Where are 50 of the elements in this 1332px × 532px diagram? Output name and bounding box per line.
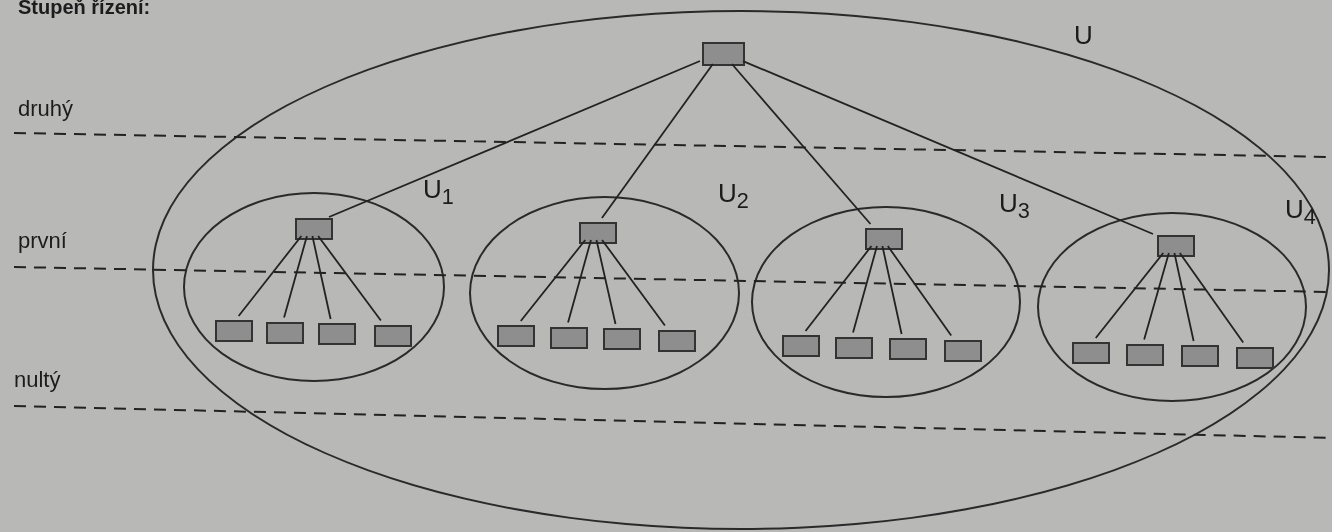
connector-line	[328, 60, 701, 218]
connector-line	[595, 239, 617, 325]
unit-box	[318, 323, 356, 345]
unit-box	[889, 338, 927, 360]
group-label: U	[1074, 20, 1093, 51]
unit-box	[1181, 345, 1219, 367]
unit-box	[603, 328, 641, 350]
connector-line	[1094, 252, 1165, 339]
unit-box	[295, 218, 333, 240]
level-label: nultý	[14, 367, 61, 393]
unit-box	[497, 325, 535, 347]
level-label: druhý	[18, 96, 74, 122]
group-label: U$_{2}$	[718, 178, 749, 215]
connector-line	[317, 235, 382, 322]
unit-box	[1236, 346, 1274, 369]
connector-line	[567, 239, 592, 324]
unit-box	[374, 324, 412, 347]
unit-box	[702, 42, 745, 66]
group-label: U$_{1}$	[423, 174, 454, 211]
unit-box	[782, 335, 820, 357]
connector-line	[601, 239, 666, 327]
connector-line	[519, 239, 587, 322]
connector-line	[731, 63, 872, 225]
unit-box	[658, 329, 696, 352]
connector-line	[311, 235, 332, 320]
level-label: první	[18, 228, 67, 254]
connector-line	[237, 235, 303, 317]
unit-box	[944, 339, 982, 362]
unit-box	[215, 320, 253, 342]
unit-box	[579, 222, 617, 244]
connector-line	[804, 245, 873, 332]
connector-line	[886, 245, 953, 337]
unit-box	[550, 326, 588, 349]
group-ellipse	[152, 10, 1330, 530]
connector-line	[1143, 252, 1170, 341]
connector-line	[1173, 252, 1195, 342]
group-label: U$_{4}$	[1285, 194, 1316, 231]
unit-box	[865, 228, 903, 250]
unit-box	[1126, 343, 1164, 366]
unit-box	[835, 336, 873, 359]
connector-line	[852, 245, 878, 334]
connector-line	[1178, 252, 1245, 344]
unit-box	[1157, 235, 1195, 257]
connector-line	[283, 235, 308, 319]
unit-box	[266, 321, 304, 344]
connector-line	[601, 63, 714, 219]
unit-box	[1072, 342, 1110, 364]
connector-line	[881, 245, 903, 335]
group-label: U$_{3}$	[999, 188, 1030, 225]
connector-line	[742, 60, 1154, 235]
